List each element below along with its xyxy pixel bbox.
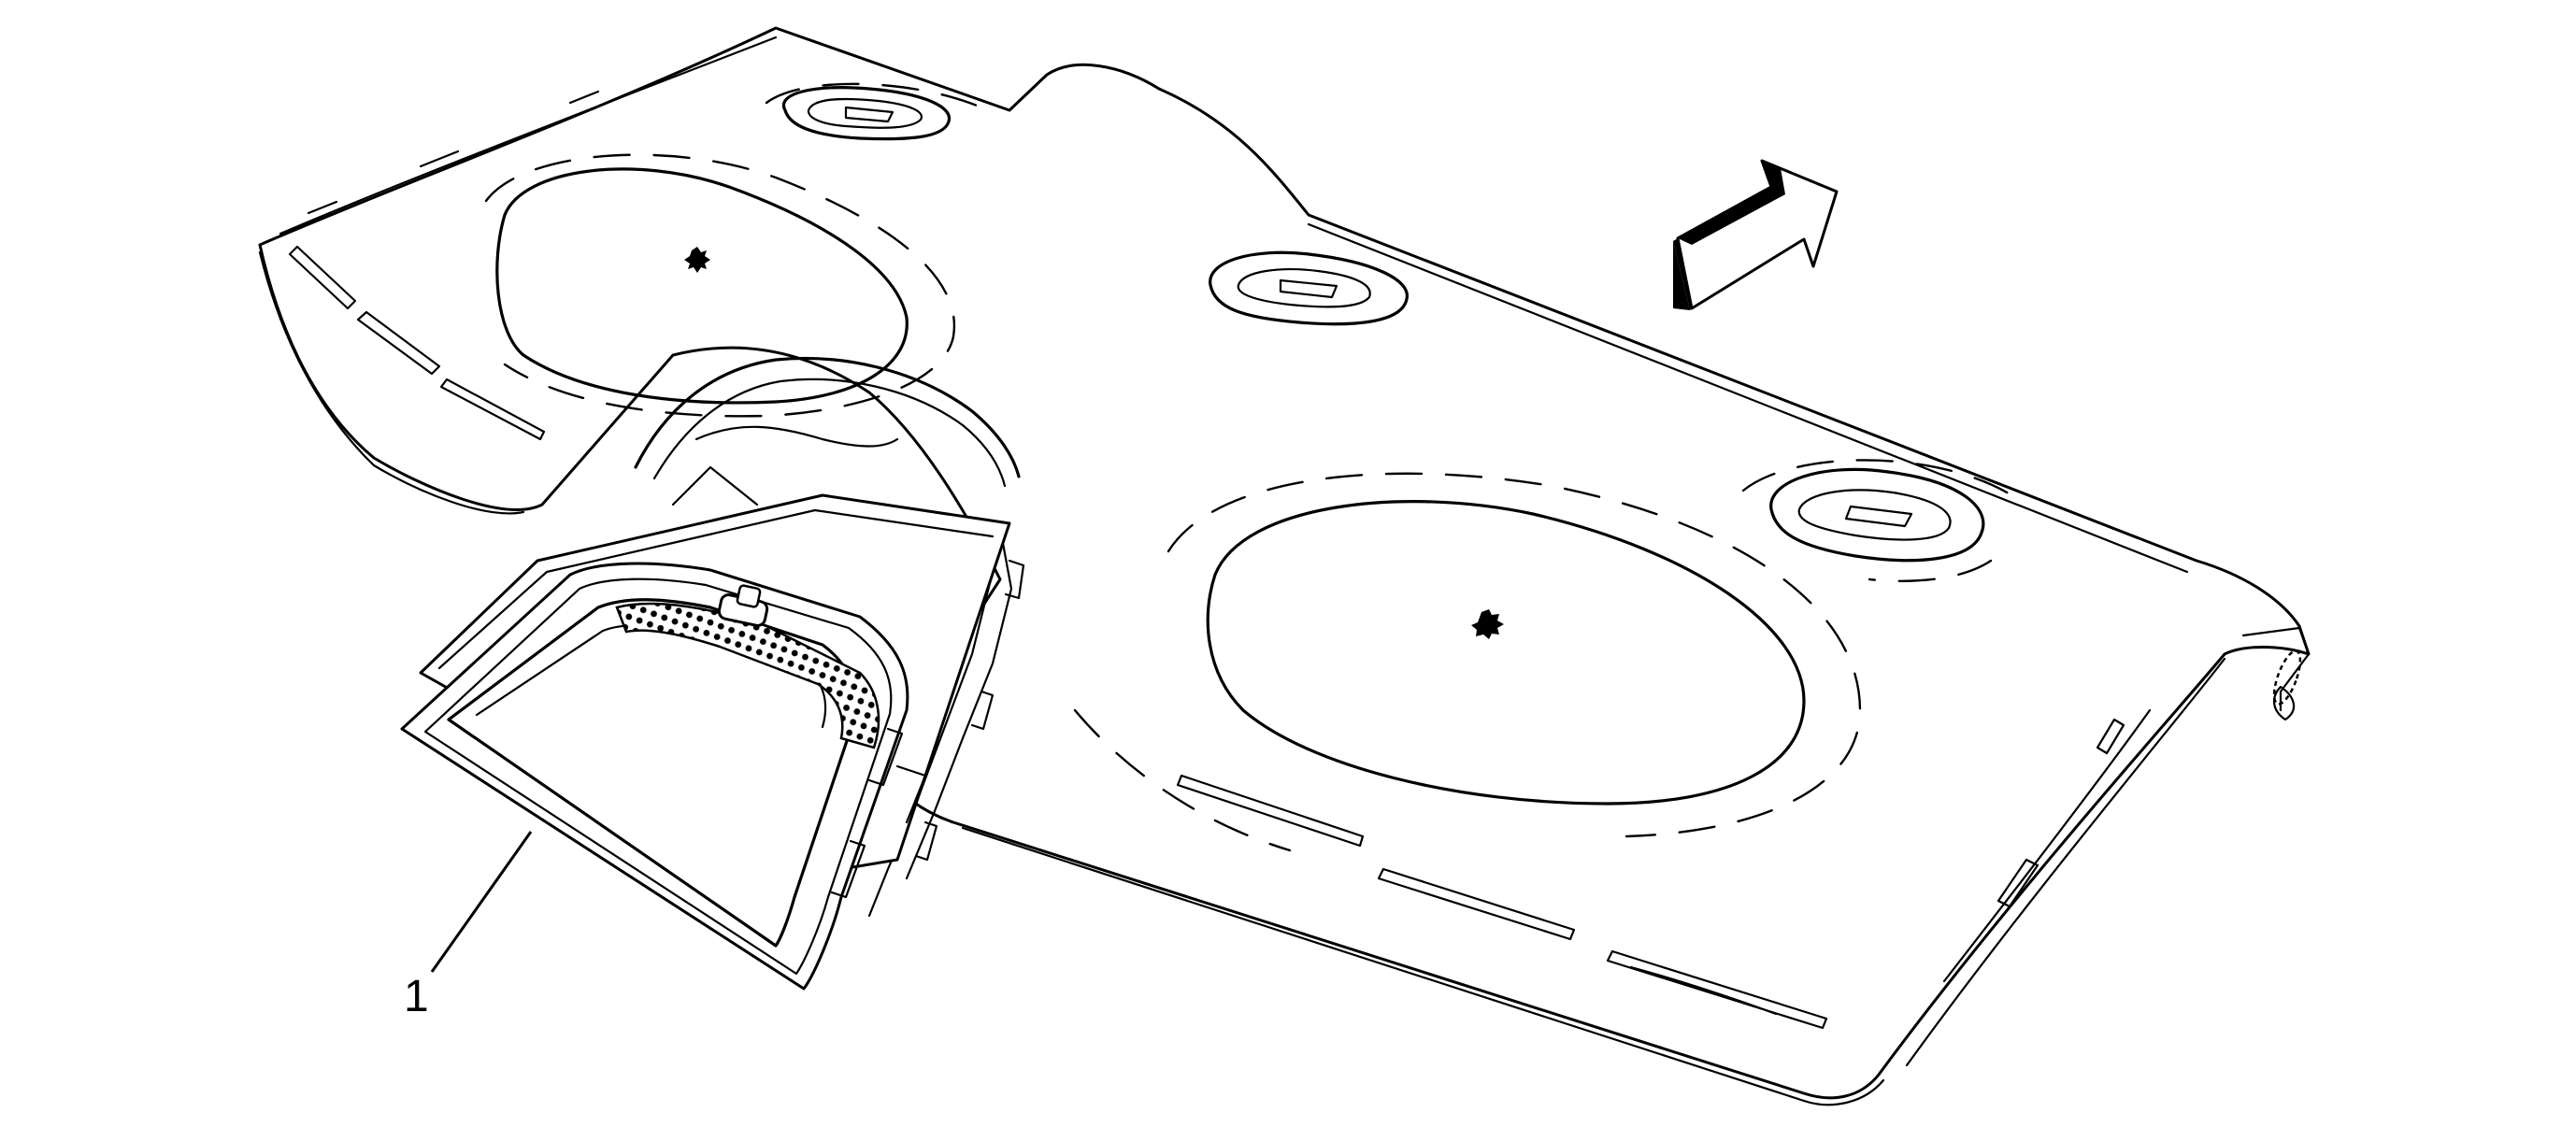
callout-label: 1 [404, 972, 429, 1021]
front-direction-arrow-icon [1673, 159, 1839, 310]
speaker-center-mark-icon [1471, 609, 1504, 639]
anchor-opening-left [765, 82, 983, 141]
anchor-opening-right [1741, 459, 2021, 582]
rear-window-panel-trim [258, 26, 2311, 1106]
stop-lamp-assembly [400, 562, 927, 991]
right-fastener-icon [2272, 649, 2302, 706]
speaker-center-mark-icon [684, 247, 710, 273]
right-speaker-opening [1073, 472, 1862, 852]
left-edge-slots [288, 245, 546, 441]
anchor-opening-center [1209, 250, 1409, 326]
callout-1: 1 [404, 831, 533, 1021]
right-edge-slots [1996, 718, 2125, 908]
left-speaker-opening [484, 153, 956, 418]
lamp-opening-flange [634, 356, 1025, 918]
lamp-connector-icon [717, 584, 769, 627]
reflector-dot-grid-icon [615, 602, 880, 749]
front-edge-slots [1176, 774, 1828, 1030]
callout-leader-line [430, 831, 533, 973]
